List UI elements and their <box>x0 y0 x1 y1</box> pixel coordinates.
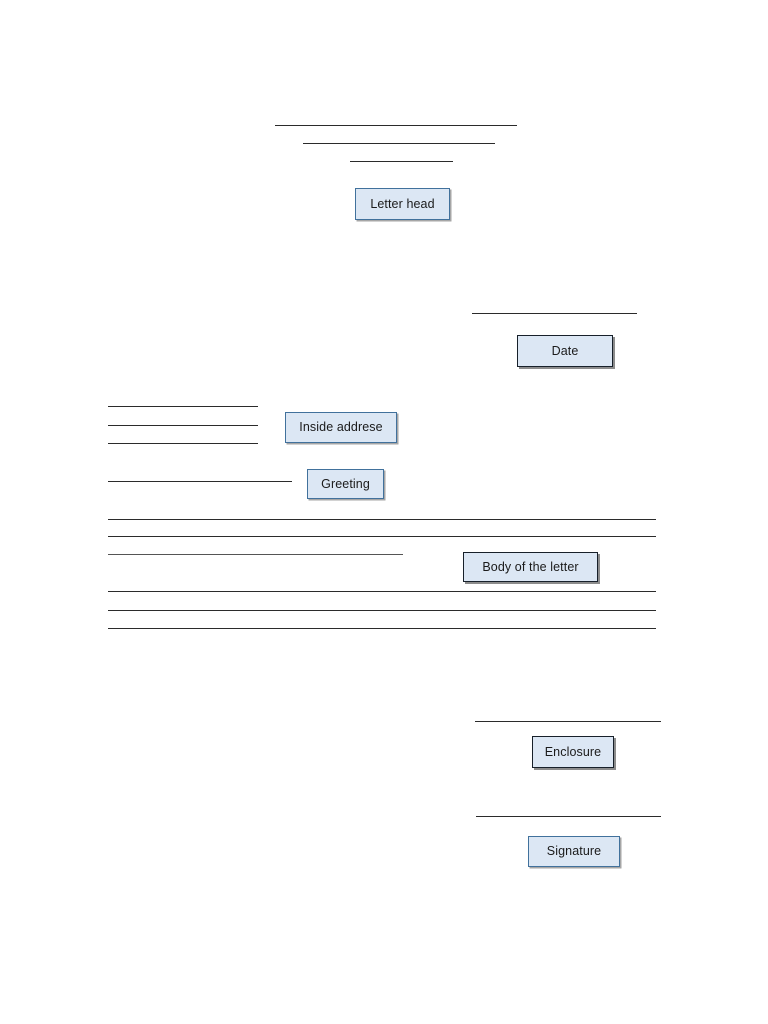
inside-address-rule-2 <box>108 425 258 426</box>
callout-inside-address[interactable]: Inside addrese <box>285 412 397 443</box>
body-rule-6 <box>108 628 656 629</box>
callout-letterhead[interactable]: Letter head <box>355 188 450 220</box>
callout-date[interactable]: Date <box>517 335 613 367</box>
letterhead-rule-2 <box>303 143 495 144</box>
body-rule-4 <box>108 591 656 592</box>
callout-enclosure[interactable]: Enclosure <box>532 736 614 768</box>
callout-signature[interactable]: Signature <box>528 836 620 867</box>
letterhead-rule-3 <box>350 161 453 162</box>
body-rule-2 <box>108 536 656 537</box>
enclosure-rule-1 <box>475 721 661 722</box>
letterhead-rule-1 <box>275 125 517 126</box>
greeting-rule-1 <box>108 481 292 482</box>
body-rule-5 <box>108 610 656 611</box>
body-rule-3 <box>108 554 403 555</box>
callout-greeting[interactable]: Greeting <box>307 469 384 499</box>
date-rule-1 <box>472 313 637 314</box>
callout-body[interactable]: Body of the letter <box>463 552 598 582</box>
signature-rule-1 <box>476 816 661 817</box>
inside-address-rule-3 <box>108 443 258 444</box>
body-rule-1 <box>108 519 656 520</box>
inside-address-rule-1 <box>108 406 258 407</box>
